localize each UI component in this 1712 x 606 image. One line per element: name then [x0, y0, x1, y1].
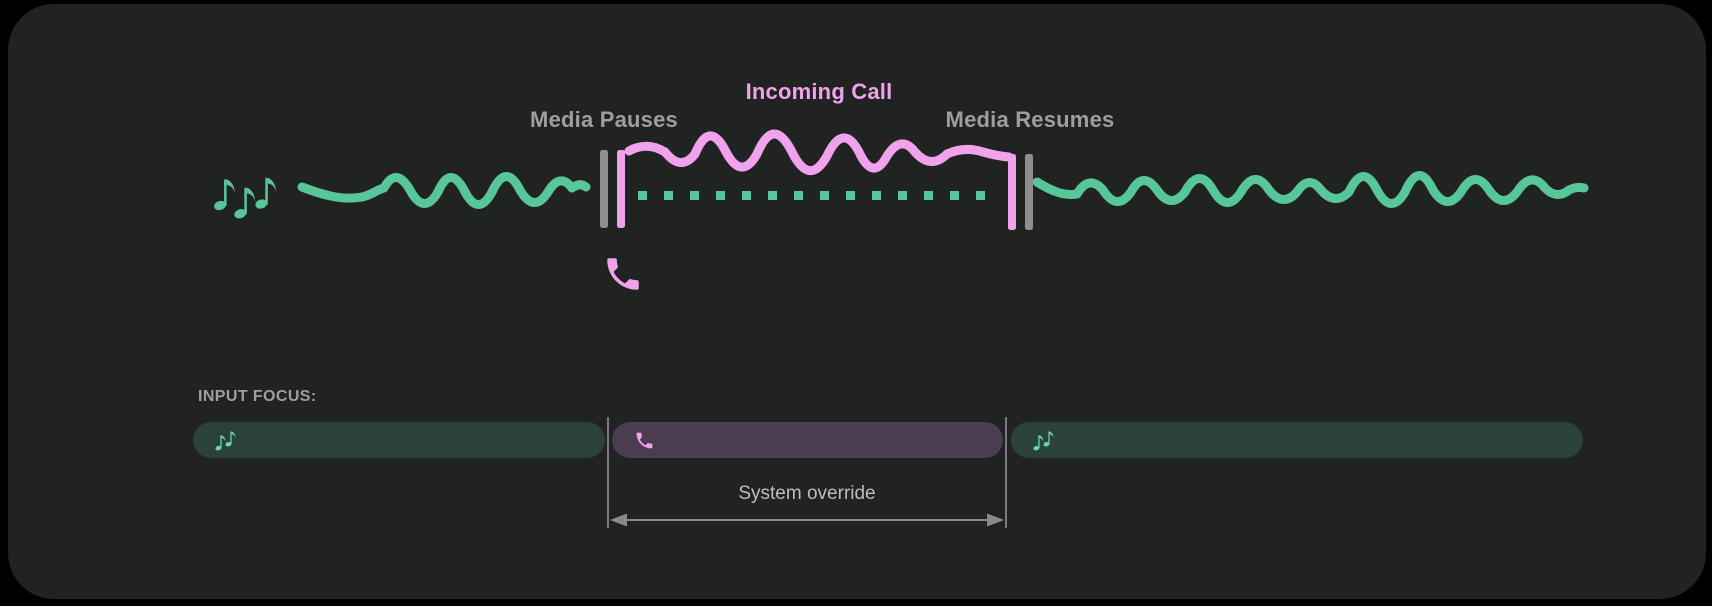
- diagram-card: Media Pauses Incoming Call Media Resumes…: [8, 4, 1706, 599]
- override-guide-line-left: [607, 417, 609, 528]
- phone-icon: [636, 432, 653, 448]
- paused-media-dotted-line: [638, 191, 996, 200]
- media-pause-marker: [600, 150, 608, 228]
- override-guide-line-right: [1005, 417, 1007, 528]
- music-notes-icon: [214, 431, 236, 452]
- media-resumes-label: Media Resumes: [945, 107, 1115, 132]
- focus-segment-call: [612, 422, 1003, 458]
- call-waveform: [624, 129, 1014, 176]
- call-start-marker: [617, 150, 625, 228]
- focus-segment-media-2: [1011, 422, 1583, 458]
- music-notes-icon: [1032, 431, 1054, 452]
- input-focus-heading: INPUT FOCUS:: [198, 388, 317, 405]
- system-override-label: System override: [738, 483, 876, 504]
- media-resume-marker: [1025, 154, 1033, 230]
- incoming-call-label: Incoming Call: [745, 79, 893, 104]
- phone-icon: [607, 258, 639, 290]
- media-waveform-right: [1032, 171, 1589, 208]
- music-notes-icon: [212, 177, 277, 220]
- system-override-arrow: [610, 513, 1004, 527]
- call-end-marker: [1008, 154, 1016, 230]
- media-waveform-left: [297, 172, 591, 209]
- media-pauses-label: Media Pauses: [530, 107, 678, 132]
- focus-segment-media-1: [193, 422, 605, 458]
